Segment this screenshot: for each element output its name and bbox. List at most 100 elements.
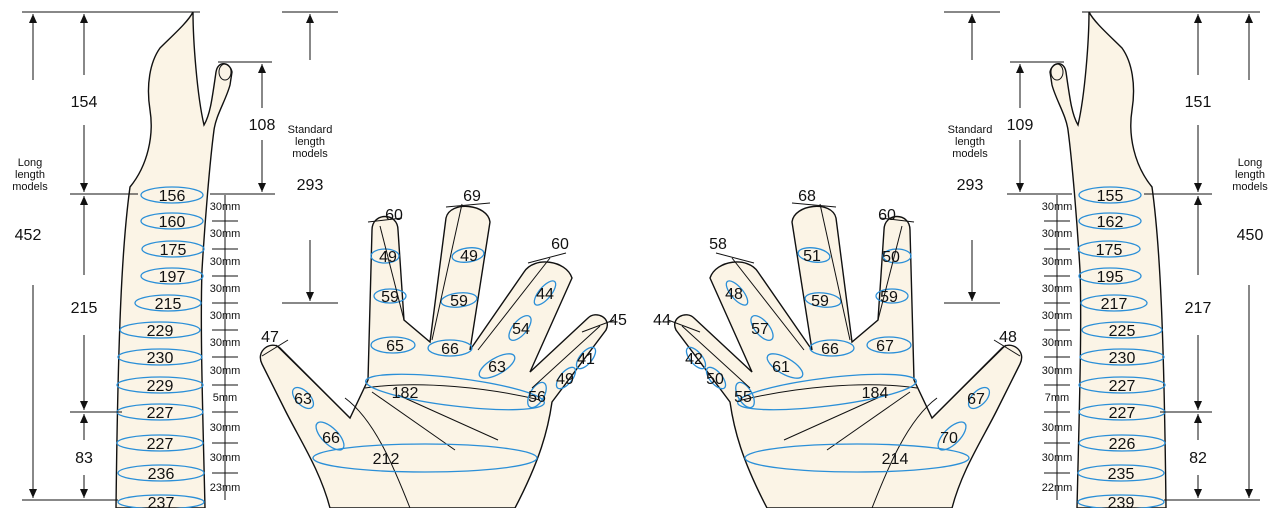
right-dimension-labels: 151 450 217 82 Long length models 109 29… <box>948 94 1269 467</box>
little-mid: 42 <box>685 351 703 368</box>
spacing-label: 23mm <box>210 482 241 494</box>
circ-label: 229 <box>147 323 174 340</box>
left-arm-rings <box>116 186 205 508</box>
palm-circumference: 184 <box>862 385 889 402</box>
spacing-label: 30mm <box>210 228 241 240</box>
wrist-length-label: 83 <box>75 450 93 467</box>
circ-label: 175 <box>160 242 187 259</box>
left-arm-outline <box>115 11 233 508</box>
circ-label: 235 <box>1108 466 1135 483</box>
spacing-label: 22mm <box>1042 482 1073 494</box>
circ-label: 215 <box>155 296 182 313</box>
left-arm-view: 156 160 175 197 215 229 230 229 227 227 … <box>12 11 338 508</box>
ring-tip-width: 60 <box>551 236 569 253</box>
ring-base: 61 <box>772 359 790 376</box>
spacing-label: 30mm <box>1042 283 1073 295</box>
index-low: 59 <box>880 289 898 306</box>
right-hand-view: 48 67 70 60 50 59 67 68 51 59 66 58 48 5… <box>653 188 1023 508</box>
left-hand-labels: 47 63 66 60 49 59 65 69 49 59 66 60 44 5… <box>261 188 627 468</box>
spacing-label: 30mm <box>1042 310 1073 322</box>
middle-low: 59 <box>450 293 468 310</box>
long-length-label: models <box>1232 181 1268 193</box>
ring-base: 63 <box>488 359 506 376</box>
standard-length-label: Standard <box>288 124 333 136</box>
circ-label: 160 <box>159 214 186 231</box>
right-arm-outline <box>1049 11 1167 508</box>
circ-label: 237 <box>148 495 175 508</box>
thumb-tip-length-label: 154 <box>71 94 98 111</box>
little-base: 55 <box>734 389 752 406</box>
circ-label: 230 <box>147 350 174 367</box>
circ-label: 230 <box>1109 350 1136 367</box>
ring-tip-width: 58 <box>709 236 727 253</box>
middle-tip-width: 69 <box>463 188 481 205</box>
left-spacing-ruler: 30mm 30mm 30mm 30mm 30mm 30mm 30mm 5mm 3… <box>210 195 241 500</box>
spacing-label: 30mm <box>210 422 241 434</box>
circ-label: 227 <box>1109 378 1136 395</box>
spacing-label: 7mm <box>1045 392 1069 404</box>
index-tip-width: 60 <box>878 207 896 224</box>
ring-mid: 44 <box>536 286 554 303</box>
thumb-mid: 63 <box>294 391 312 408</box>
standard-length-label: models <box>952 148 988 160</box>
thumb-length-label: 108 <box>249 117 276 134</box>
left-hand-view: 47 63 66 60 49 59 65 69 49 59 66 60 44 5… <box>259 188 627 508</box>
thumb-length-label: 109 <box>1007 117 1034 134</box>
standard-length-label: length <box>295 136 325 148</box>
ring-low: 57 <box>751 321 769 338</box>
thumb-tip-length-label: 151 <box>1185 94 1212 111</box>
standard-length-label: models <box>292 148 328 160</box>
thumb-base: 70 <box>940 430 958 447</box>
spacing-label: 30mm <box>210 310 241 322</box>
spacing-label: 30mm <box>1042 337 1073 349</box>
little-tip-width: 44 <box>653 312 671 329</box>
long-length-label: Long <box>1238 157 1262 169</box>
long-length-label: length <box>15 169 45 181</box>
circ-label: 162 <box>1097 214 1124 231</box>
ring-low: 54 <box>512 321 530 338</box>
middle-mid: 49 <box>460 248 478 265</box>
circ-label: 175 <box>1096 242 1123 259</box>
wrist-circumference: 212 <box>373 451 400 468</box>
little-base: 56 <box>528 389 546 406</box>
right-arm-circumference-labels: 155 162 175 195 217 225 230 227 227 226 … <box>1096 188 1136 508</box>
spacing-label: 30mm <box>210 337 241 349</box>
right-arm-view: 155 162 175 195 217 225 230 227 227 226 … <box>944 11 1269 508</box>
index-mid: 50 <box>882 249 900 266</box>
little-low: 49 <box>556 371 574 388</box>
circ-label: 217 <box>1101 296 1128 313</box>
middle-low: 59 <box>811 293 829 310</box>
long-total-label: 452 <box>15 227 42 244</box>
long-length-label: length <box>1235 169 1265 181</box>
long-length-label: Long <box>18 157 42 169</box>
spacing-label: 30mm <box>1042 256 1073 268</box>
circ-label: 227 <box>1109 405 1136 422</box>
index-mid: 49 <box>379 249 397 266</box>
thumb-tip-width: 48 <box>999 329 1017 346</box>
circ-label: 225 <box>1109 323 1136 340</box>
spacing-label: 30mm <box>210 201 241 213</box>
middle-mid: 51 <box>803 248 821 265</box>
spacing-label: 30mm <box>1042 365 1073 377</box>
spacing-label: 30mm <box>1042 228 1073 240</box>
right-spacing-labels: 30mm 30mm 30mm 30mm 30mm 30mm 30mm 7mm 3… <box>1042 201 1073 494</box>
left-long-length-dims: 154 452 215 83 Long length models <box>12 11 200 501</box>
little-mid: 41 <box>577 351 595 368</box>
spacing-label: 30mm <box>1042 422 1073 434</box>
spacing-label: 30mm <box>1042 201 1073 213</box>
ring-mid: 48 <box>725 286 743 303</box>
spacing-label: 30mm <box>210 365 241 377</box>
little-tip-width: 45 <box>609 312 627 329</box>
spacing-label: 30mm <box>210 452 241 464</box>
standard-total-label: 293 <box>957 177 984 194</box>
thumb-tip-width: 47 <box>261 329 279 346</box>
index-base: 65 <box>386 338 404 355</box>
circ-label: 155 <box>1097 188 1124 205</box>
circ-label: 156 <box>159 188 186 205</box>
right-hand-outline <box>674 205 1023 508</box>
forearm-length-label: 215 <box>71 300 98 317</box>
index-low: 59 <box>381 289 399 306</box>
left-fingertip-width-markers <box>261 202 615 419</box>
little-low: 50 <box>706 371 724 388</box>
